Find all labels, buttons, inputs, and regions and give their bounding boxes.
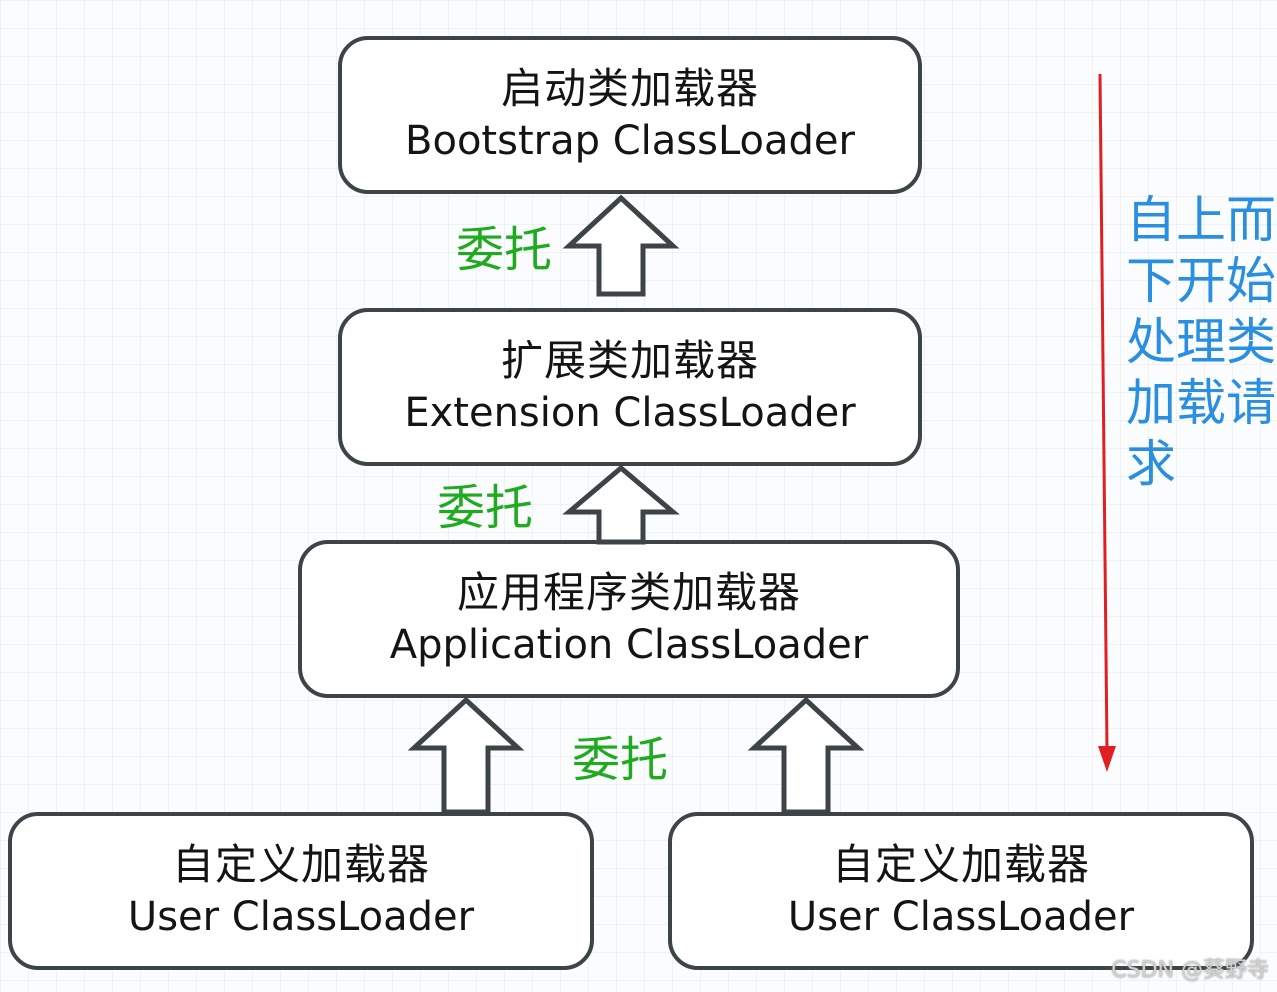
user-right-node-zh-label: 自定义加载器 (831, 840, 1090, 889)
csdn-watermark: CSDN @葵野寺 (1111, 958, 1269, 983)
extension-node-zh-label: 扩展类加载器 (500, 336, 759, 385)
user-left-node-en-label: User ClassLoader (127, 894, 475, 940)
user-classloader-node-right: 自定义加载器 User ClassLoader (668, 812, 1254, 970)
user-classloader-node-left: 自定义加载器 User ClassLoader (8, 812, 594, 970)
bootstrap-classloader-node: 启动类加载器 Bootstrap ClassLoader (338, 36, 922, 194)
extension-node-en-label: Extension ClassLoader (404, 390, 856, 436)
top-down-red-arrow (1098, 73, 1116, 772)
application-node-zh-label: 应用程序类加载器 (456, 568, 801, 617)
application-classloader-node: 应用程序类加载器 Application ClassLoader (298, 540, 960, 698)
faint-watermark-residue (840, 962, 848, 992)
arrow-extension-to-bootstrap (562, 194, 680, 297)
bootstrap-node-en-label: Bootstrap ClassLoader (405, 118, 855, 164)
user-left-node-zh-label: 自定义加载器 (171, 840, 430, 889)
extension-classloader-node: 扩展类加载器 Extension ClassLoader (338, 308, 922, 466)
application-node-en-label: Application ClassLoader (389, 622, 869, 668)
delegate-label-middle: 委托 (437, 480, 534, 536)
top-down-processing-note: 自上而下开始处理类加载请求 (1126, 191, 1276, 493)
arrow-application-to-extension (562, 464, 680, 545)
arrow-user-left-to-application (407, 696, 525, 815)
bootstrap-node-zh-label: 启动类加载器 (500, 64, 759, 113)
delegate-label-bottom: 委托 (572, 732, 669, 788)
user-right-node-en-label: User ClassLoader (787, 894, 1135, 940)
arrow-user-right-to-application (747, 696, 865, 815)
delegate-label-top: 委托 (456, 222, 553, 278)
